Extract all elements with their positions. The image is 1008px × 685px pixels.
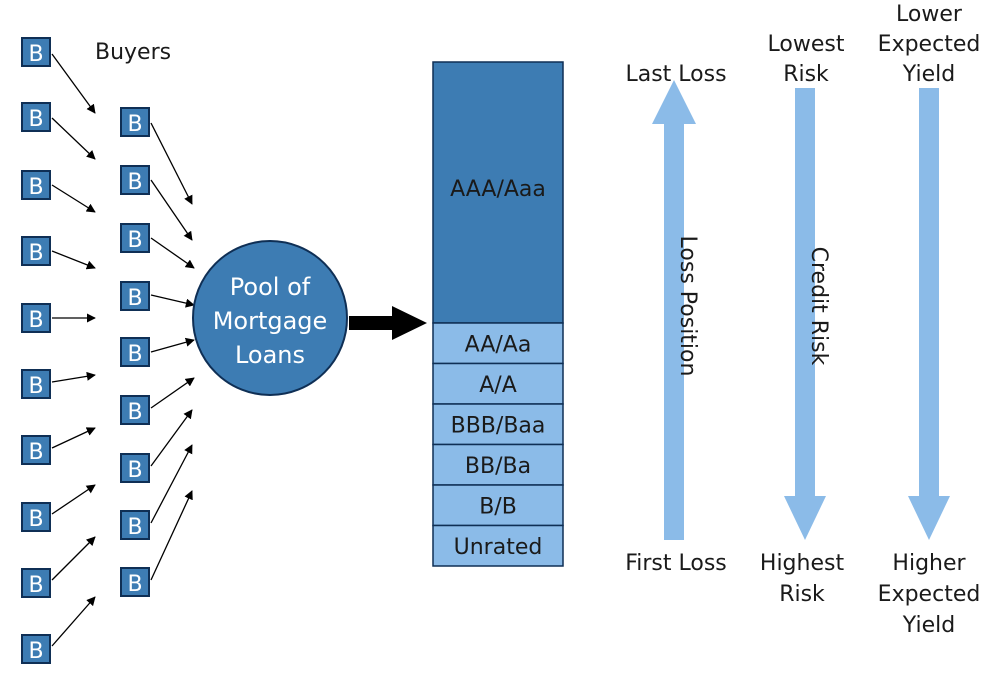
buyer-letter: B: [28, 42, 43, 67]
buyer-box-left-4: B: [21, 236, 51, 266]
buyer-letter: B: [28, 107, 43, 132]
buyer-box-mid-3: B: [120, 223, 150, 253]
tranche-7: Unrated: [432, 524, 564, 567]
buyer-box-mid-6: B: [120, 395, 150, 425]
buyer-letter: B: [127, 342, 142, 367]
tranche-label: B/B: [479, 494, 517, 519]
buyer-box-left-2: B: [21, 102, 51, 132]
buyer-box-left-3: B: [21, 170, 51, 200]
loss-position-axis-label: Loss Position: [675, 236, 700, 377]
buyer-letter: B: [28, 308, 43, 333]
buyer-letter: B: [28, 573, 43, 598]
pool-label-line-1: Pool of: [230, 273, 311, 301]
pool-to-tranches-arrow: [349, 306, 427, 340]
connector-arrow-mid-5: [150, 337, 195, 353]
tranche-label: A/A: [479, 373, 517, 398]
tranche-label: BB/Ba: [465, 454, 531, 479]
tranche-1: AAA/Aaa: [432, 61, 564, 324]
buyer-box-left-10: B: [21, 634, 51, 664]
lower-yield-label-line-1: Lower: [896, 2, 963, 27]
buyer-letter: B: [28, 639, 43, 664]
tranche-label: AA/Aa: [465, 332, 532, 357]
tranche-3: A/A: [432, 362, 564, 405]
lowest-risk-label-line-1: Lowest: [768, 32, 845, 57]
connector-arrow-mid-8: [150, 444, 193, 524]
last-loss-label: Last Loss: [625, 62, 726, 87]
buyer-letter: B: [127, 228, 142, 253]
lower-yield-label-line-2: Expected: [878, 32, 981, 57]
buyer-box-left-5: B: [21, 303, 51, 333]
buyer-box-mid-8: B: [120, 510, 150, 540]
buyer-box-mid-4: B: [120, 281, 150, 311]
buyer-box-mid-7: B: [120, 453, 150, 483]
buyer-box-left-6: B: [21, 369, 51, 399]
buyer-connector-arrows: [51, 53, 195, 647]
pool-circle: [192, 240, 348, 396]
buyers-middle-column: B B B B B B B B B: [120, 107, 150, 597]
connector-arrow-left-8: [51, 484, 96, 515]
connector-arrow-mid-1: [150, 122, 193, 205]
higher-yield-label-line-1: Higher: [892, 551, 966, 576]
buyer-letter: B: [127, 515, 142, 540]
first-loss-label: First Loss: [625, 551, 727, 576]
buyer-box-left-7: B: [21, 435, 51, 465]
tranche-label: AAA/Aaa: [450, 177, 546, 202]
lower-yield-label-line-3: Yield: [902, 62, 955, 87]
connector-arrow-left-1: [51, 53, 96, 114]
buyer-box-left-9: B: [21, 568, 51, 598]
buyer-letter: B: [127, 572, 142, 597]
buyer-letter: B: [127, 112, 142, 137]
tranche-5: BB/Ba: [432, 443, 564, 486]
buyer-letter: B: [127, 400, 142, 425]
highest-risk-label-line-1: Highest: [760, 551, 845, 576]
buyer-letter: B: [28, 507, 43, 532]
pool-label-line-2: Mortgage: [213, 307, 328, 335]
buyer-box-mid-2: B: [120, 165, 150, 195]
connector-arrow-left-3: [51, 184, 96, 213]
buyer-letter: B: [127, 458, 142, 483]
tranche-6: B/B: [432, 484, 564, 527]
connector-arrow-left-4: [51, 250, 96, 270]
tranche-label: Unrated: [454, 535, 543, 560]
loss-position-arrow: Loss Position: [652, 80, 700, 540]
buyers-label: Buyers: [95, 40, 171, 65]
buyer-box-left-1: B: [21, 37, 51, 67]
credit-risk-arrow: Credit Risk: [784, 88, 831, 540]
expected-yield-arrow: [908, 88, 950, 540]
connector-arrow-mid-6: [150, 377, 195, 409]
tranche-2: AA/Aa: [432, 322, 564, 365]
connector-arrow-mid-2: [150, 179, 193, 241]
credit-risk-axis-label: Credit Risk: [806, 247, 831, 366]
highest-risk-label-line-2: Risk: [779, 582, 825, 607]
connector-arrow-mid-9: [150, 490, 193, 581]
pool-label-line-3: Loans: [235, 341, 305, 369]
mortgage-pool: Pool of Mortgage Loans: [192, 240, 348, 396]
buyer-letter: B: [127, 170, 142, 195]
buyers-left-column: B B B B B B B B B B: [21, 37, 51, 664]
buyer-box-mid-5: B: [120, 337, 150, 367]
tranche-4: BBB/Baa: [432, 403, 564, 446]
buyer-letter: B: [127, 286, 142, 311]
connector-arrow-left-2: [51, 117, 96, 160]
connector-arrow-mid-7: [150, 409, 193, 467]
connector-arrow-left-7: [51, 427, 96, 449]
buyer-letter: B: [28, 241, 43, 266]
connector-arrow-left-9: [51, 536, 96, 581]
buyer-box-mid-9: B: [120, 567, 150, 597]
lowest-risk-label-line-2: Risk: [783, 62, 829, 87]
connector-arrow-mid-4: [150, 294, 195, 308]
connector-arrow-mid-3: [150, 237, 195, 269]
buyer-letter: B: [28, 175, 43, 200]
buyer-letter: B: [28, 440, 43, 465]
connector-arrow-left-10: [51, 596, 96, 647]
tranche-label: BBB/Baa: [451, 413, 546, 438]
connector-arrow-left-6: [51, 371, 96, 383]
buyer-box-left-8: B: [21, 502, 51, 532]
buyer-box-mid-1: B: [120, 107, 150, 137]
higher-yield-label-line-3: Yield: [902, 613, 955, 638]
higher-yield-label-line-2: Expected: [878, 582, 981, 607]
buyer-letter: B: [28, 374, 43, 399]
